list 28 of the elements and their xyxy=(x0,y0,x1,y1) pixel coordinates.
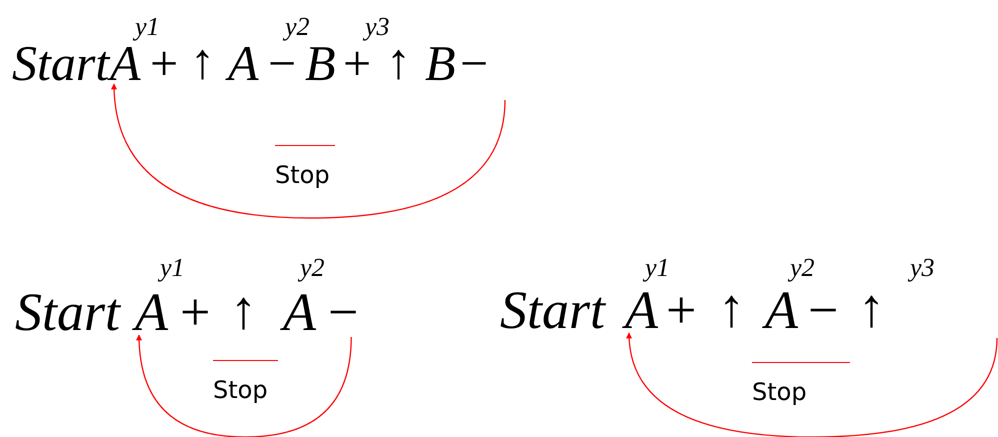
formula-operator: ↑ xyxy=(718,281,745,335)
variable-label: y1 xyxy=(645,255,670,281)
formula-operator: − xyxy=(808,283,838,337)
variable-label: y2 xyxy=(285,14,310,40)
edge-label: Stop xyxy=(213,360,278,404)
formula-term: Start xyxy=(500,283,606,337)
loop-arrow xyxy=(626,332,998,437)
formula-operator: + xyxy=(180,285,210,339)
variable-label: y2 xyxy=(300,255,325,281)
formula-operator: − xyxy=(328,285,358,339)
formula-operator: ↑ xyxy=(230,283,257,337)
formula-term: B xyxy=(425,38,456,88)
formula-operator: ↑ xyxy=(190,36,215,86)
formula-operator: + xyxy=(666,283,696,337)
formula-term: Start xyxy=(15,285,120,339)
edge-label: Stop xyxy=(752,362,850,406)
variable-label: y3 xyxy=(910,255,935,281)
formula-operator: + xyxy=(150,38,178,88)
formula-operator: ↑ xyxy=(858,281,885,335)
formula-operator: − xyxy=(460,38,488,88)
variable-label: y1 xyxy=(160,255,185,281)
loop-arrow xyxy=(136,334,352,437)
variable-label: y1 xyxy=(135,14,160,40)
formula-term: Start xyxy=(12,38,110,88)
edge-label: Stop xyxy=(275,145,335,188)
loop-arrow xyxy=(111,83,506,219)
variable-label: y2 xyxy=(790,255,815,281)
formula-term: B xyxy=(305,38,336,88)
